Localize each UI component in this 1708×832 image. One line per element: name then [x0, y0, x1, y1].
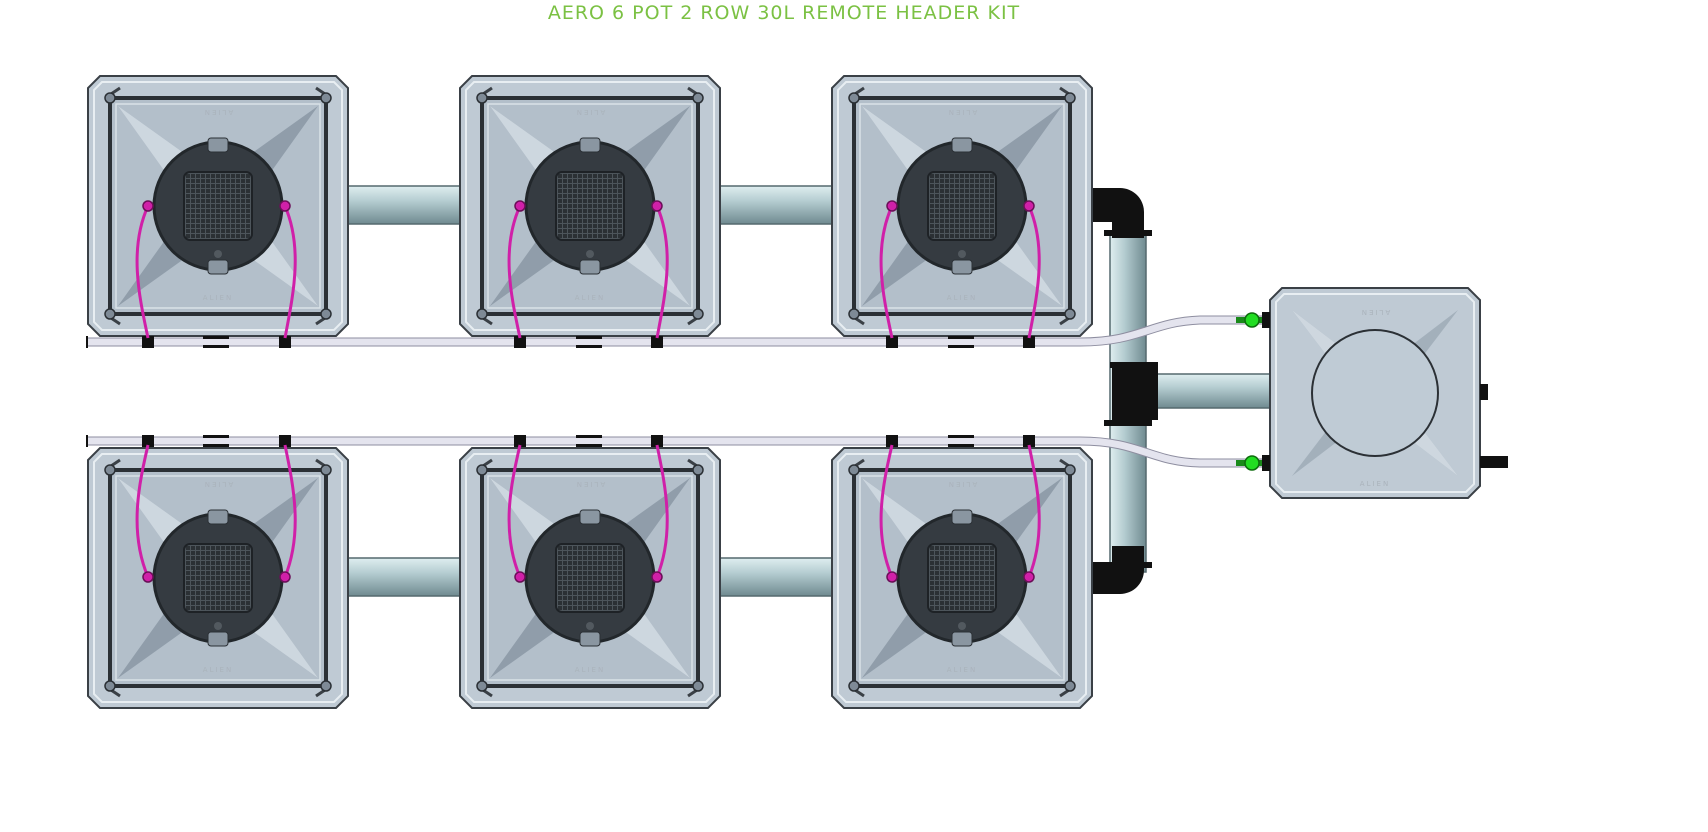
page-title: AERO 6 POT 2 ROW 30L REMOTE HEADER KIT [547, 2, 1021, 24]
pot-bottom-2: ALIEN ALIEN [460, 448, 720, 708]
reservoir-pump-lead [1480, 456, 1508, 468]
pot-brand-top: ALIEN [947, 108, 977, 116]
hose-connectors-bottom [142, 435, 1035, 447]
pot-brand-bottom: ALIEN [203, 666, 233, 674]
pot-brand-top: ALIEN [203, 480, 233, 488]
reservoir-outlet [1480, 384, 1488, 400]
pot-bottom-3: ALIEN ALIEN [832, 448, 1092, 708]
elbow-fitting-top [1092, 188, 1144, 238]
pot-top-1: ALIEN ALIEN [88, 76, 348, 336]
pipe-bottom-1 [343, 557, 465, 597]
pot-brand-bottom: ALIEN [947, 294, 977, 302]
feed-hose-bottom [88, 437, 1262, 467]
pipe-top-1 [343, 185, 465, 225]
pot-top-2: ALIEN ALIEN [460, 76, 720, 336]
pot-brand-bottom: ALIEN [947, 666, 977, 674]
pot-brand-bottom: ALIEN [575, 666, 605, 674]
hose-connectors-top [142, 336, 1035, 348]
dripper-heads-top [142, 200, 1035, 212]
pot-row-top: ALIEN ALIEN ALIEN ALIEN ALIEN ALIEN [88, 76, 1092, 336]
dripper-lines-bottom [135, 444, 1041, 578]
reservoir-pipe [1149, 373, 1275, 409]
pot-brand-top: ALIEN [947, 480, 977, 488]
pot-brand-top: ALIEN [575, 480, 605, 488]
dripper-lines-top [135, 205, 1041, 339]
header-manifold [1092, 188, 1275, 594]
tee-fitting [1112, 362, 1158, 420]
elbow-fitting-bottom [1092, 546, 1144, 594]
reservoir-brand-bottom: ALIEN [1360, 480, 1390, 488]
pot-brand-top: ALIEN [203, 108, 233, 116]
valve-bottom[interactable] [1236, 455, 1270, 471]
pipe-bottom-2 [715, 557, 837, 597]
pipe-top-2 [715, 185, 837, 225]
reservoir-pot: ALIEN ALIEN [1269, 287, 1481, 499]
feed-hoses [86, 315, 1262, 468]
reservoir-brand-top: ALIEN [1360, 308, 1390, 316]
feed-hose-top [88, 316, 1262, 346]
dripper-heads-bottom [142, 571, 1035, 583]
pot-top-3: ALIEN ALIEN [832, 76, 1092, 336]
pot-brand-bottom: ALIEN [575, 294, 605, 302]
pot-row-bottom: ALIEN ALIEN ALIEN ALIEN ALIEN ALIEN [88, 448, 1092, 708]
pot-brand-top: ALIEN [575, 108, 605, 116]
pot-bottom-1: ALIEN ALIEN [88, 448, 348, 708]
pot-brand-bottom: ALIEN [203, 294, 233, 302]
valve-top[interactable] [1236, 312, 1270, 328]
